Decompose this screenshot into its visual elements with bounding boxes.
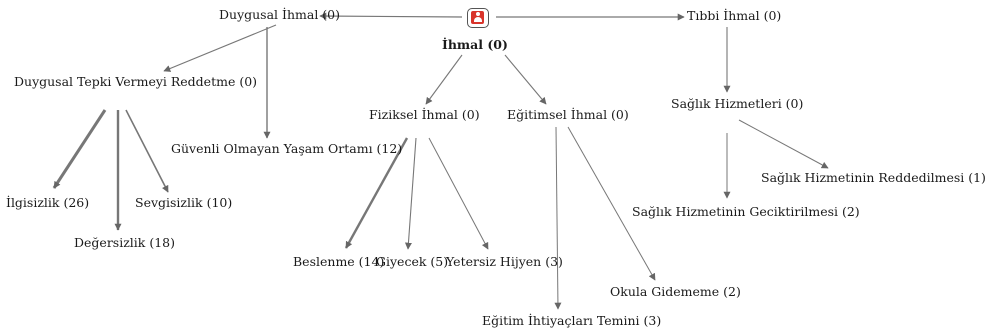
node-egitim-ihtiyaclari-temini[interactable]: Eğitim İhtiyaçları Temini (3) — [482, 312, 662, 328]
node-beslenme[interactable]: Beslenme (14) — [293, 253, 385, 269]
edge-fiziksel-i-hmal-to-yetersiz-hijyen — [428, 137, 489, 250]
node-egitimsel-ihmal[interactable]: Eğitimsel İhmal (0) — [507, 106, 629, 122]
node-saglik-hizmetinin-geciktirilmesi[interactable]: Sağlık Hizmetinin Geciktirilmesi (2) — [632, 203, 860, 219]
edge-duygusal-tepki-vermeyi-reddetme-to-i-lgisizlik — [52, 109, 107, 189]
node-duygusal-ihmal[interactable]: Duygusal İhmal (0) — [219, 6, 340, 22]
node-degersizlik[interactable]: Değersizlik (18) — [74, 234, 175, 250]
node-guvenli-olmayan-yasam-ortami[interactable]: Güvenli Olmayan Yaşam Ortamı (12) — [171, 140, 403, 156]
node-root-ihmal[interactable]: İhmal (0) — [442, 36, 508, 52]
node-yetersiz-hijyen[interactable]: Yetersiz Hijyen (3) — [446, 253, 563, 269]
edge-duygusal-i-hmal-to-duygusal-tepki-vermeyi-reddetme — [163, 24, 277, 72]
edge-fiziksel-i-hmal-to-giyecek — [404, 137, 417, 250]
node-sevgisizlik[interactable]: Sevgisizlik (10) — [135, 194, 233, 210]
edge-layer — [52, 12, 829, 310]
neglect-root-icon[interactable] — [467, 8, 489, 28]
edge-egitimsel-i-hmal-to-okula-gidememe — [567, 126, 656, 281]
edge-i-hmal-to-fiziksel-i-hmal — [425, 54, 463, 105]
edge-saglik-hizmetleri-to-saglik-hizmetinin-reddedilmesi — [738, 119, 829, 169]
node-giyecek[interactable]: Giyecek (5) — [376, 253, 449, 269]
edge-i-hmal-to-duygusal-i-hmal — [319, 12, 463, 20]
edge-duygusal-tepki-vermeyi-reddetme-to-sevgisizlik — [125, 109, 169, 193]
node-saglik-hizmetinin-reddedilmesi[interactable]: Sağlık Hizmetinin Reddedilmesi (1) — [761, 169, 986, 185]
node-tibbi-ihmal[interactable]: Tıbbi İhmal (0) — [687, 7, 782, 23]
edge-egitimsel-i-hmal-to-egitim-i-htiyaclari-temini — [554, 126, 562, 310]
edge-i-hmal-to-egitimsel-i-hmal — [504, 54, 547, 105]
node-duygusal-tepki-vermeyi-reddetme[interactable]: Duygusal Tepki Vermeyi Reddetme (0) — [14, 73, 258, 89]
node-ilgisizlik[interactable]: İlgisizlik (26) — [6, 194, 90, 210]
node-okula-gidememe[interactable]: Okula Gidememe (2) — [610, 283, 741, 299]
edge-fiziksel-i-hmal-to-beslenme — [344, 137, 409, 249]
concept-map-canvas — [52, 12, 829, 310]
node-saglik-hizmetleri[interactable]: Sağlık Hizmetleri (0) — [671, 95, 804, 111]
node-fiziksel-ihmal[interactable]: Fiziksel İhmal (0) — [369, 106, 480, 122]
